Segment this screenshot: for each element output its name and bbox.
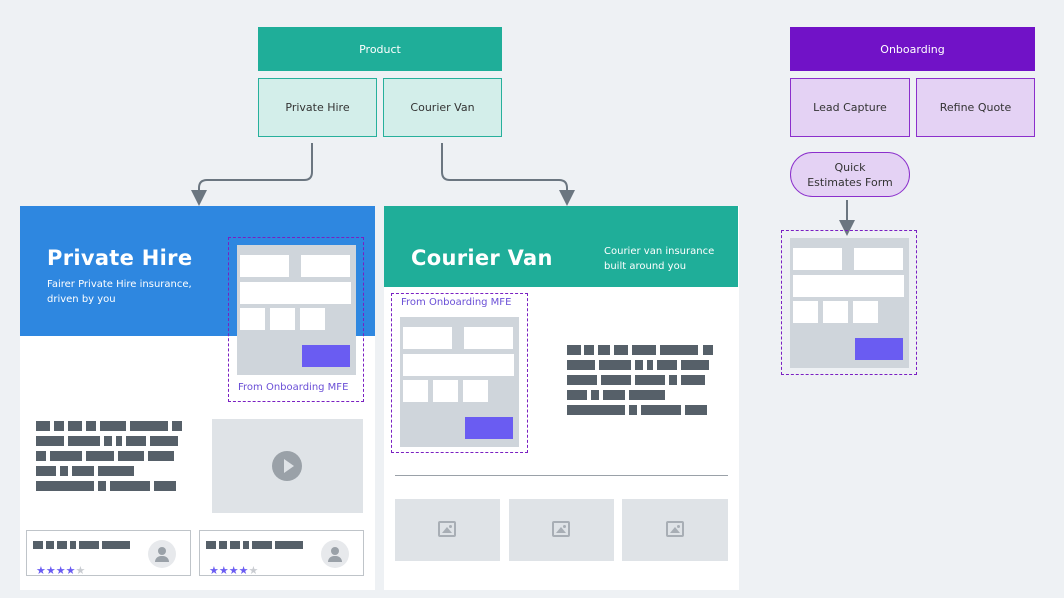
courier-van-form-card xyxy=(400,317,519,447)
onboarding-cell-lead-capture[interactable]: Lead Capture xyxy=(790,78,910,137)
arrow-courier-van xyxy=(441,143,575,206)
image-icon xyxy=(438,521,456,537)
form-field[interactable] xyxy=(300,308,325,330)
star-icon: ★ xyxy=(36,564,46,577)
star-icon: ★ xyxy=(75,564,86,577)
form-field[interactable] xyxy=(433,380,458,402)
star-rating: ★★★★★ xyxy=(209,559,258,578)
form-field[interactable] xyxy=(853,301,878,323)
image-icon xyxy=(552,521,570,537)
image-placeholder xyxy=(509,499,614,561)
review-card: ★★★★★ xyxy=(199,530,364,578)
play-icon[interactable] xyxy=(272,451,302,481)
image-placeholder xyxy=(622,499,728,561)
form-field[interactable] xyxy=(403,354,514,376)
section-divider xyxy=(395,475,728,476)
form-field[interactable] xyxy=(240,255,289,277)
star-rating: ★★★★★ xyxy=(36,559,85,578)
video-placeholder[interactable] xyxy=(212,419,363,513)
onboarding-header: Onboarding xyxy=(790,27,1035,71)
form-submit-button[interactable] xyxy=(302,345,350,367)
courier-van-title: Courier Van xyxy=(411,246,553,270)
private-hire-form-card xyxy=(237,245,356,375)
review-card: ★★★★★ xyxy=(26,530,191,578)
form-field[interactable] xyxy=(240,308,265,330)
star-icon: ★ xyxy=(248,564,259,577)
form-submit-button[interactable] xyxy=(465,417,513,439)
form-field[interactable] xyxy=(793,275,904,297)
image-placeholder xyxy=(395,499,500,561)
form-field[interactable] xyxy=(463,380,488,402)
product-header: Product xyxy=(258,27,502,71)
quick-estimates-pill[interactable]: Quick Estimates Form xyxy=(790,152,910,197)
product-cell-private-hire[interactable]: Private Hire xyxy=(258,78,377,137)
form-field[interactable] xyxy=(240,282,351,304)
star-icon: ★ xyxy=(209,564,219,577)
form-field[interactable] xyxy=(403,327,452,349)
form-submit-button[interactable] xyxy=(855,338,903,360)
courier-van-mfe-frame xyxy=(391,293,528,453)
private-hire-mfe-label: From Onboarding MFE xyxy=(238,382,349,393)
courier-van-mfe-label: From Onboarding MFE xyxy=(401,297,512,308)
form-field[interactable] xyxy=(403,380,428,402)
star-icon: ★ xyxy=(218,564,229,577)
avatar-icon xyxy=(321,540,349,568)
form-field[interactable] xyxy=(793,248,842,270)
private-hire-subtitle: Fairer Private Hire insurance, driven by… xyxy=(47,279,192,305)
quick-estimates-form-card xyxy=(790,238,909,368)
form-field[interactable] xyxy=(793,301,818,323)
private-hire-mfe-frame xyxy=(228,237,364,402)
onboarding-cell-refine-quote[interactable]: Refine Quote xyxy=(916,78,1035,137)
form-field[interactable] xyxy=(854,248,903,270)
courier-van-hero: Courier Van Courier van insurance built … xyxy=(384,206,738,287)
form-field[interactable] xyxy=(823,301,848,323)
image-icon xyxy=(666,521,684,537)
private-hire-title: Private Hire xyxy=(47,246,193,270)
star-icon: ★ xyxy=(55,564,66,577)
arrow-private-hire xyxy=(191,143,313,206)
star-icon: ★ xyxy=(238,564,249,577)
courier-van-subtitle: Courier van insurance built around you xyxy=(604,246,715,272)
avatar-icon xyxy=(148,540,176,568)
star-icon: ★ xyxy=(228,564,239,577)
quick-estimates-mfe-frame xyxy=(781,230,917,375)
star-icon: ★ xyxy=(45,564,56,577)
form-field[interactable] xyxy=(464,327,513,349)
star-icon: ★ xyxy=(65,564,76,577)
product-cell-courier-van[interactable]: Courier Van xyxy=(383,78,502,137)
form-field[interactable] xyxy=(270,308,295,330)
form-field[interactable] xyxy=(301,255,350,277)
